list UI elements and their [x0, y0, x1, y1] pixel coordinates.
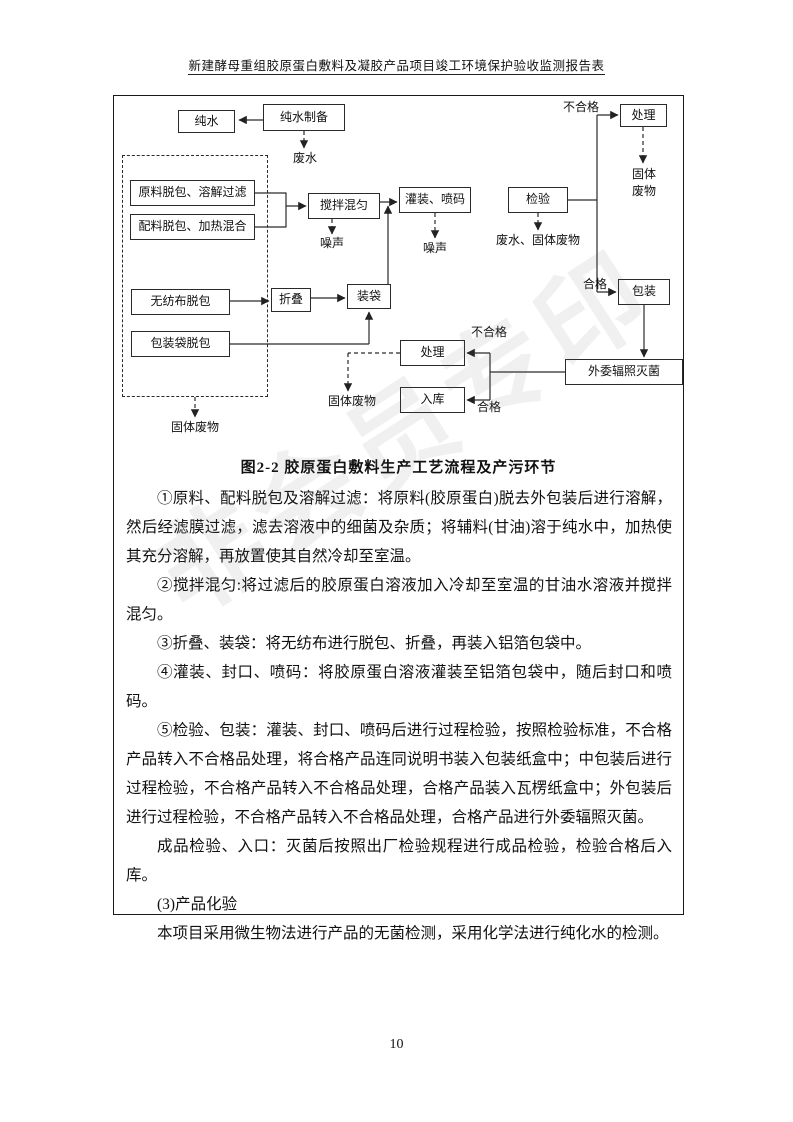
- flowchart-node-warehouse: 入库: [400, 387, 465, 413]
- flowchart-node-bagging: 装袋: [347, 284, 391, 309]
- flowchart-connectors: [190, 110, 649, 418]
- label-solid-waste-top: 固体 废物: [631, 167, 656, 198]
- label-qualified-mid: 合格: [476, 400, 501, 414]
- label-unqualified-top: 不合格: [562, 100, 599, 114]
- document-header: 新建酵母重组胶原蛋白敷料及凝胶产品项目竣工环境保护验收监测报告表: [0, 55, 793, 75]
- flowchart-node-pure-water: 纯水: [178, 110, 235, 133]
- label-solid-waste-bottom: 固体废物: [170, 420, 219, 434]
- unpacking-dashed-group: [122, 155, 268, 397]
- flowchart-node-inspection: 检验: [508, 187, 568, 213]
- label-solid-waste-mid: 固体废物: [327, 394, 376, 408]
- flowchart-node-treatment-mid: 处理: [400, 340, 465, 366]
- flowchart-node-filling: 灌装、喷码: [399, 187, 471, 213]
- body-text: ①原料、配料脱包及溶解过滤：将原料(胶原蛋白)脱去外包装后进行溶解，然后经滤膜过…: [114, 477, 683, 948]
- label-wastewater-solid: 废水、固体废物: [495, 233, 580, 247]
- flowchart-node-ingredient-unpack: 配料脱包、加热混合: [130, 214, 255, 240]
- figure-caption: 图2-2 胶原蛋白敷料生产工艺流程及产污环节: [240, 460, 557, 476]
- label-noise-2: 噪声: [422, 241, 447, 255]
- label-qualified-right: 合格: [582, 277, 607, 291]
- paragraph-step-4: ④灌装、封口、喷码：将胶原蛋白溶液灌装至铝箔包袋中，随后封口和喷码。: [126, 664, 672, 710]
- flowchart-node-sterilization: 外委辐照灭菌: [565, 359, 683, 385]
- flowchart-node-packaging: 包装: [618, 279, 670, 305]
- paragraph-step-5: ⑤检验、包装：灌装、封口、喷码后进行过程检验，按照检验标准，不合格产品转入不合格…: [126, 722, 672, 826]
- flowchart-node-raw-unpack: 原料脱包、溶解过滤: [130, 180, 255, 206]
- flowchart-node-mixing: 搅拌混匀: [308, 193, 380, 219]
- flowchart-node-treatment-top: 处理: [620, 104, 667, 127]
- label-unqualified-mid: 不合格: [470, 325, 507, 339]
- flowchart-node-folding: 折叠: [271, 288, 311, 312]
- flowchart-node-bag-unpack: 包装袋脱包: [131, 331, 230, 357]
- label-wastewater: 废水: [292, 151, 317, 165]
- paragraph-step-1: ①原料、配料脱包及溶解过滤：将原料(胶原蛋白)脱去外包装后进行溶解，然后经滤膜过…: [126, 490, 672, 565]
- paragraph-final-inspection: 成品检验、入口：灭菌后按照出厂检验规程进行成品检验，检验合格后入库。: [126, 838, 672, 884]
- flowchart-node-pure-water-prep: 纯水制备: [263, 104, 345, 131]
- flowchart-node-nonwoven-unpack: 无纺布脱包: [131, 289, 230, 315]
- paragraph-step-2: ②搅拌混匀:将过滤后的胶原蛋白溶液加入冷却至室温的甘油水溶液并搅拌混匀。: [126, 577, 672, 623]
- content-box: 纯水 纯水制备 处理 原料脱包、溶解过滤 配料脱包、加热混合 搅拌混匀 灌装、喷…: [113, 95, 684, 942]
- process-flowchart: 纯水 纯水制备 处理 原料脱包、溶解过滤 配料脱包、加热混合 搅拌混匀 灌装、喷…: [114, 96, 683, 444]
- document-header-title: 新建酵母重组胶原蛋白敷料及凝胶产品项目竣工环境保护验收监测报告表: [188, 59, 605, 75]
- page-number: 10: [389, 1037, 404, 1052]
- paragraph-testing: 本项目采用微生物法进行产品的无菌检测，采用化学法进行纯化水的检测。: [157, 925, 669, 942]
- paragraph-step-3: ③折叠、装袋：将无纺布进行脱包、折叠，再装入铝箔包袋中。: [157, 635, 592, 652]
- label-noise-1: 噪声: [319, 236, 344, 250]
- paragraph-section-3: (3)产品化验: [157, 896, 238, 913]
